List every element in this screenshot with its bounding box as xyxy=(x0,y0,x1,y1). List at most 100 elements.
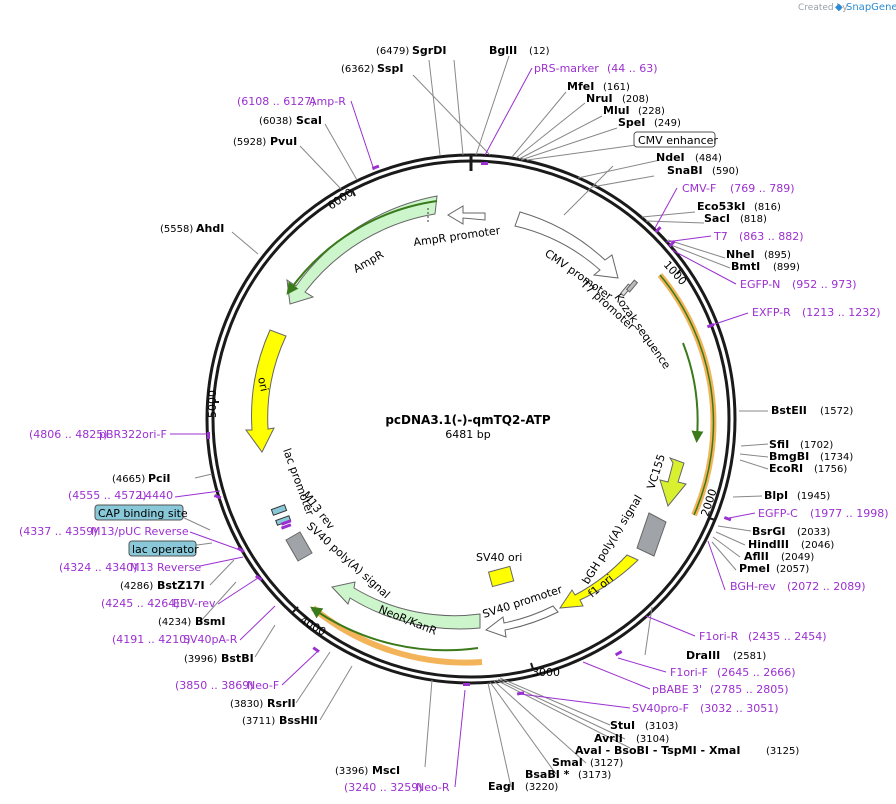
ampr-orf-line xyxy=(286,200,438,295)
primer-f1ori-r[interactable]: F1ori-R xyxy=(699,630,739,643)
enzyme-bsshii-pos: (3711) xyxy=(242,716,275,727)
enzyme-stui-pos: (3103) xyxy=(645,721,678,732)
primer-prs-marker[interactable]: pRS-marker xyxy=(534,62,599,75)
enzyme-pmei[interactable]: PmeI xyxy=(739,562,770,575)
enzyme-snabi[interactable]: SnaBI xyxy=(667,164,703,177)
primer-egfp-n[interactable]: EGFP-N xyxy=(740,278,780,291)
bgh-polya-feature[interactable] xyxy=(636,512,667,557)
ampr-feature[interactable] xyxy=(286,195,438,305)
enzyme-ndei[interactable]: NdeI xyxy=(656,151,685,164)
enzyme-smai[interactable]: SmaI xyxy=(552,756,583,769)
enzyme-draiii[interactable]: DraIII xyxy=(686,649,720,662)
ori-label: ori xyxy=(255,376,271,393)
primer-m13-reverse-range: (4324 .. 4340) xyxy=(59,561,138,574)
primer-cmv-f[interactable]: CMV-F xyxy=(682,182,716,195)
primer-sv40pa-r-range: (4191 .. 4210) xyxy=(112,633,191,646)
enzyme-avrii[interactable]: AvrII xyxy=(594,732,623,745)
primer-pbr322ori-f[interactable]: pBR322ori-F xyxy=(99,428,167,441)
primer-sv40pa-r[interactable]: SV40pA-R xyxy=(183,633,238,646)
primer-bgh-rev-range: (2072 .. 2089) xyxy=(787,580,866,593)
enzyme-nhei[interactable]: NheI xyxy=(726,248,755,261)
primer-sv40pro-f-range: (3032 .. 3051) xyxy=(700,702,779,715)
enzyme-hindiii[interactable]: HindIII xyxy=(748,538,789,551)
primer-neo-f[interactable]: Neo-F xyxy=(247,679,279,692)
primer-amp-r-range: (6108 .. 6127) xyxy=(237,95,316,108)
enzyme-eagi[interactable]: EagI xyxy=(488,780,515,793)
cmv-enhancer-box[interactable] xyxy=(633,131,716,148)
primer-f1ori-f[interactable]: F1ori-F xyxy=(670,666,708,679)
enzyme-bsabi[interactable]: BsaBI * xyxy=(525,768,570,781)
primer-m13puc-rev[interactable]: M13/pUC Reverse xyxy=(91,525,189,538)
enzyme-bsshii[interactable]: BssHII xyxy=(279,714,318,727)
primer-l4440[interactable]: L4440 xyxy=(139,489,173,502)
enzyme-eco53ki[interactable]: Eco53kI xyxy=(697,200,745,213)
enzyme-stui[interactable]: StuI xyxy=(610,719,635,732)
enzyme-scai[interactable]: ScaI xyxy=(296,114,322,127)
enzyme-bsrgi[interactable]: BsrGI xyxy=(752,525,785,538)
ampr-label: AmpR xyxy=(351,248,386,276)
sv40-promoter-feature[interactable] xyxy=(484,605,559,638)
enzyme-mlui-pos: (228) xyxy=(638,106,665,117)
enzyme-msci[interactable]: MscI xyxy=(372,764,400,777)
primer-f1ori-r-range: (2435 .. 2454) xyxy=(748,630,827,643)
enzyme-sspi[interactable]: SspI xyxy=(377,62,403,75)
primer-f1ori-f-range: (2645 .. 2666) xyxy=(717,666,796,679)
enzyme-blpi[interactable]: BlpI xyxy=(764,489,788,502)
primer-sv40pro-f[interactable]: SV40pro-F xyxy=(632,702,689,715)
ori-feature[interactable] xyxy=(245,329,287,453)
position-ticks xyxy=(213,189,716,670)
primer-neo-r[interactable]: Neo-R xyxy=(416,781,450,794)
enzyme-nrui-pos: (208) xyxy=(622,94,649,105)
enzyme-mlui[interactable]: MluI xyxy=(603,104,630,117)
enzyme-nrui[interactable]: NruI xyxy=(586,92,613,105)
primer-egfp-n-range: (952 .. 973) xyxy=(792,278,857,291)
enzyme-bglii[interactable]: BglII xyxy=(489,44,517,57)
enzyme-pmei-pos: (2057) xyxy=(776,564,809,575)
enzyme-bsteii[interactable]: BstEII xyxy=(771,404,807,417)
enzyme-bmti[interactable]: BmtI xyxy=(731,260,760,273)
enzyme-sfii[interactable]: SfiI xyxy=(769,438,789,451)
primer-pbabe3[interactable]: pBABE 3' xyxy=(652,683,702,696)
enzyme-bstbi[interactable]: BstBI xyxy=(221,652,254,665)
enzyme-rsrii[interactable]: RsrII xyxy=(267,697,296,710)
ampr-promoter-feature[interactable] xyxy=(447,205,486,225)
primer-pbabe3-range: (2785 .. 2805) xyxy=(710,683,789,696)
neor-orange-arc xyxy=(311,605,483,666)
enzyme-sgrdi[interactable]: SgrDI xyxy=(412,44,446,57)
primer-m13-reverse[interactable]: M13 Reverse xyxy=(130,561,201,574)
cap-binding-box[interactable] xyxy=(94,504,184,521)
snapgene-brand: SnapGene xyxy=(846,2,896,13)
enzyme-ecori[interactable]: EcoRI xyxy=(769,462,803,475)
neor-feature[interactable] xyxy=(331,581,481,630)
f1ori-feature[interactable] xyxy=(559,554,639,609)
enzyme-mfei[interactable]: MfeI xyxy=(567,80,594,93)
sv40-ori-feature[interactable] xyxy=(487,565,515,588)
primer-exfp-r[interactable]: EXFP-R xyxy=(752,306,791,319)
primer-ebv-rev[interactable]: EBV-rev xyxy=(173,597,216,610)
enzyme-bstz17i[interactable]: BstZ17I xyxy=(157,579,205,592)
enzyme-aflii[interactable]: AflII xyxy=(744,550,769,563)
enzyme-spei[interactable]: SpeI xyxy=(618,116,645,129)
lac-operator-box[interactable] xyxy=(128,540,197,557)
enzyme-bsmi[interactable]: BsmI xyxy=(195,615,226,628)
enzyme-pvui[interactable]: PvuI xyxy=(270,135,297,148)
enzyme-ndei-pos: (484) xyxy=(695,153,722,164)
enzyme-saci[interactable]: SacI xyxy=(704,212,730,225)
enzyme-pcii[interactable]: PciI xyxy=(148,472,170,485)
enzyme-bmgbi[interactable]: BmgBI xyxy=(769,450,809,463)
primer-egfp-c[interactable]: EGFP-C xyxy=(758,507,798,520)
enzyme-spei-pos: (249) xyxy=(654,118,681,129)
plasmid-name: pcDNA3.1(-)-qmTQ2-ATP xyxy=(385,413,551,427)
primer-prs-marker-range: (44 .. 63) xyxy=(607,62,658,75)
vc155-feature[interactable] xyxy=(659,457,687,508)
primer-exfp-r-range: (1213 .. 1232) xyxy=(802,306,881,319)
enzyme-sfii-pos: (1702) xyxy=(800,440,833,451)
cmv-promoter-feature[interactable] xyxy=(514,211,619,279)
primer-bgh-rev[interactable]: BGH-rev xyxy=(730,580,776,593)
primer-amp-r[interactable]: Amp-R xyxy=(309,95,346,108)
sv40-polya-feature[interactable] xyxy=(285,531,313,562)
enzyme-ava-line[interactable]: AvaI - BsoBI - TspMI - XmaI xyxy=(575,744,740,757)
enzyme-ahdi[interactable]: AhdI xyxy=(196,222,224,235)
primer-t7[interactable]: T7 xyxy=(713,230,728,243)
